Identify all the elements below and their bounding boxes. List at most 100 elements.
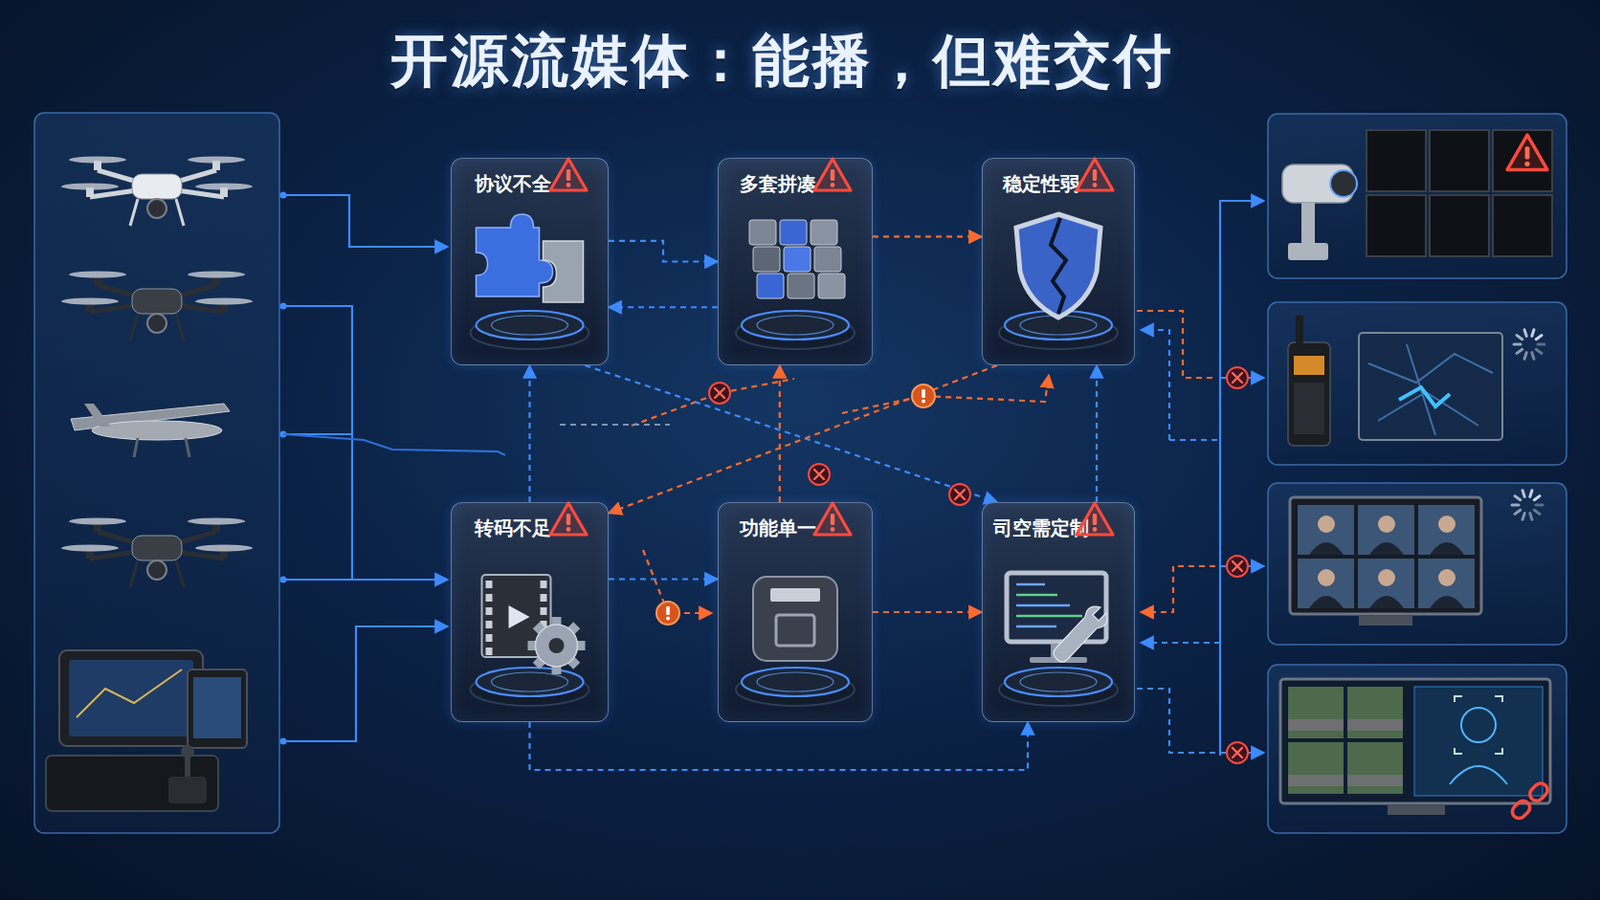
surveillance-screen — [1280, 679, 1551, 816]
camera-mount — [1301, 202, 1315, 245]
fail-cross — [1232, 373, 1243, 383]
spinner-dash — [1530, 513, 1533, 521]
wall-screen — [1492, 195, 1553, 257]
person-body — [1429, 542, 1465, 556]
strut — [133, 438, 138, 458]
station-base — [45, 755, 219, 812]
drone-motor — [93, 275, 102, 286]
wall-screen — [1429, 130, 1489, 192]
monitor-foot — [1387, 805, 1445, 816]
video-tile — [1418, 558, 1475, 609]
fail-marker — [808, 464, 830, 486]
spinner-dash — [1514, 496, 1521, 501]
joystick-stick — [184, 754, 191, 778]
joystick-knob — [180, 745, 195, 759]
signal-wire — [1220, 377, 1265, 379]
spinner-dash — [1535, 335, 1542, 340]
spinner-dash — [1522, 513, 1525, 521]
fail-ring — [949, 484, 971, 506]
alert-bar — [921, 389, 926, 399]
signal-wire — [1136, 688, 1216, 754]
spinner-dash — [1530, 490, 1533, 498]
drone-arm — [156, 187, 224, 198]
spinner-dash — [1516, 335, 1523, 340]
surveillance-monitor — [1280, 679, 1551, 804]
loading-spinner — [1511, 490, 1543, 520]
issue-box: 转码不足 — [450, 502, 609, 723]
person-head — [1438, 515, 1456, 534]
drone-arm — [97, 285, 157, 303]
spinner-dash — [1516, 349, 1523, 354]
fail-ring — [808, 464, 830, 486]
station-tablet — [187, 669, 247, 749]
drone-leg — [130, 199, 138, 226]
drone-rotor — [61, 183, 119, 191]
drone-motor — [93, 522, 102, 533]
fail-cross — [714, 388, 725, 399]
spinner-dash — [1532, 330, 1534, 337]
fail-marker — [709, 382, 731, 404]
drone-motor — [86, 549, 94, 559]
drone-camera — [147, 560, 167, 580]
drone-rotor — [195, 183, 253, 191]
camera-wall — [1282, 130, 1553, 261]
output-panel — [1267, 302, 1567, 466]
spinner-dash — [1524, 330, 1527, 337]
fail-marker — [1226, 742, 1248, 764]
video-tile — [1297, 558, 1355, 609]
link-half — [1509, 798, 1533, 822]
fail-ring — [1226, 742, 1248, 764]
spinner-dash — [1513, 343, 1521, 347]
road-strip — [1347, 719, 1403, 732]
person-body — [1309, 596, 1344, 609]
warning-glow — [1507, 134, 1548, 170]
spinner-dash — [1533, 510, 1540, 514]
fail-ring — [1226, 367, 1248, 389]
issue-box: 功能单一 — [717, 502, 873, 723]
drone-arm — [97, 532, 157, 550]
person-head — [1438, 569, 1456, 587]
radio-antenna — [1295, 315, 1304, 345]
wall-screen — [1366, 130, 1426, 192]
drone-rotor — [61, 545, 119, 553]
drone-leg — [176, 560, 184, 588]
box-label: 司空需定制 — [982, 516, 1134, 541]
face-frame — [1454, 696, 1503, 755]
radio-keys — [1293, 382, 1325, 435]
drone-illustration — [61, 156, 253, 227]
connector — [872, 235, 982, 238]
connector — [1095, 365, 1098, 503]
drone-rotor — [187, 271, 245, 279]
connector — [584, 365, 998, 503]
wall-screen — [1492, 130, 1553, 192]
person-head — [1317, 569, 1335, 587]
conference-monitor — [1289, 497, 1482, 615]
fail-ring — [1226, 555, 1248, 578]
connector — [608, 241, 718, 263]
tail — [84, 403, 112, 427]
wall-screen — [1366, 195, 1426, 257]
connector — [872, 611, 982, 614]
issue-box: 司空需定制 — [981, 502, 1135, 723]
face-shoulders — [1449, 766, 1508, 785]
signal-wire — [1140, 642, 1221, 645]
alert-ring — [656, 601, 680, 625]
drone-arm — [97, 170, 157, 188]
drone-motor — [212, 160, 221, 171]
fail-marker — [949, 484, 971, 506]
box-label: 多套拼凑 — [718, 172, 872, 197]
drone-illustration — [61, 271, 253, 342]
spinner-dash — [1514, 510, 1521, 514]
drone-rotor — [68, 518, 127, 526]
strut — [185, 438, 190, 458]
fail-cross — [814, 469, 824, 480]
spinner-dash — [1532, 353, 1534, 360]
spinner-dash — [1537, 343, 1545, 347]
warning-bar — [1525, 146, 1531, 159]
wall-screen — [1429, 195, 1489, 257]
alert-dot — [666, 617, 670, 622]
drone-arm — [89, 549, 157, 559]
camera-tile — [1288, 687, 1344, 739]
